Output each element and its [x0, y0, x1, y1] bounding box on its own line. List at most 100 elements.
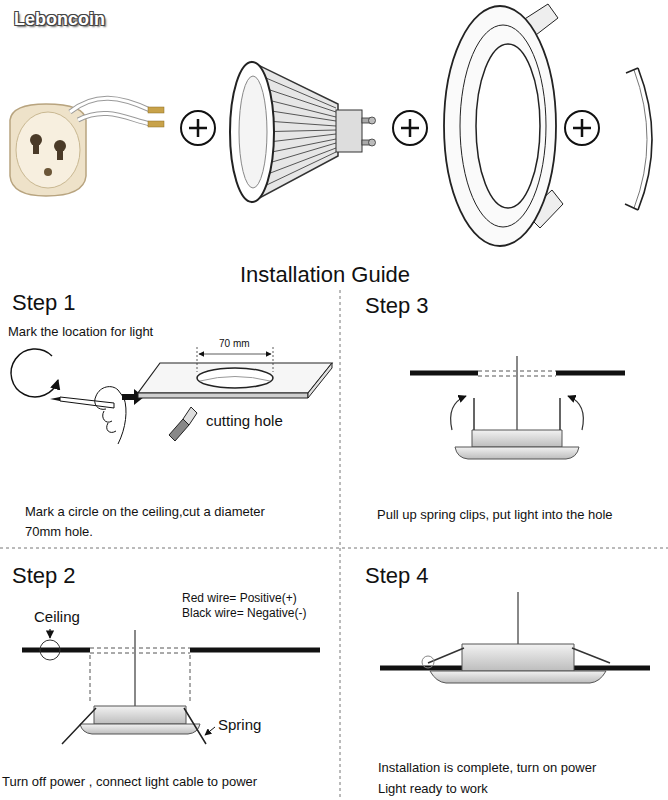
step-panel: Step 1 Mark a circle on the ceiling,cut a… [0, 288, 338, 546]
power-cable [517, 356, 518, 431]
step-caption: Installation is complete, turn on power … [378, 757, 614, 799]
light-fixture [80, 706, 200, 734]
ceiling-section [90, 655, 190, 704]
step-note: Mark the location for light [8, 324, 153, 340]
step-heading: Step 4 [365, 563, 565, 589]
step-caption: Pull up spring clips, put light into the… [377, 505, 657, 525]
socket-wires [70, 98, 150, 112]
power-cable [135, 630, 136, 706]
panel-divider [340, 290, 341, 800]
light-fixture [94, 706, 186, 724]
wire-note: Red wire= Positive(+) [182, 591, 297, 605]
step-heading: Step 3 [365, 293, 565, 319]
ceiling-board [138, 363, 332, 398]
plus-symbol [573, 119, 591, 137]
downlight-ring [460, 25, 546, 227]
lamp-socket [10, 104, 86, 196]
plus-symbol [181, 111, 215, 145]
ceiling-section [40, 640, 60, 660]
step-panel: Step 3 Pull up spring clips, put light in… [342, 288, 668, 546]
dimension-value: 70 mm [219, 338, 250, 350]
page-title: Installation Guide [2, 262, 648, 288]
panel-divider [0, 548, 668, 549]
light-fixture [80, 724, 200, 734]
hand-pencil [96, 387, 126, 444]
lamp-socket [33, 140, 39, 154]
spring-clip [625, 68, 652, 210]
socket-wires [148, 121, 164, 127]
step-caption: Mark a circle on the ceiling,cut a diame… [25, 502, 285, 542]
plus-symbol [189, 119, 207, 137]
ceiling-board [200, 377, 270, 382]
dimension-line [199, 354, 271, 355]
ceiling-board [197, 368, 273, 388]
dimension-line [197, 347, 273, 372]
rotation-arrow [11, 349, 58, 397]
spring-wire [62, 708, 215, 744]
power-cable [134, 630, 136, 706]
spring-clip [634, 70, 647, 208]
plus-symbol [401, 119, 419, 137]
spring-wire [451, 396, 466, 430]
led-bulb [336, 110, 362, 152]
spring-wire [422, 656, 434, 668]
knife-icon [183, 407, 197, 425]
led-bulb [230, 62, 274, 202]
dimension-line [197, 347, 273, 372]
power-cable [518, 592, 519, 644]
step-caption: Turn off power , connect light cable to … [2, 774, 332, 790]
step-panel: Step 2 Turn off power , connect light cab… [0, 552, 338, 800]
lamp-socket [44, 168, 52, 176]
panel-divider [0, 290, 668, 800]
step-heading: Step 1 [12, 290, 212, 316]
power-cable [517, 592, 519, 644]
light-fixture [462, 644, 574, 671]
ceiling-board [138, 363, 332, 393]
ceiling-section [22, 629, 320, 704]
downlight-ring [444, 6, 556, 246]
step-heading: Step 2 [12, 563, 212, 589]
hand-pencil [95, 396, 116, 432]
lamp-socket [57, 146, 63, 160]
led-bulb [369, 139, 376, 146]
light-fixture [455, 430, 579, 459]
part-name: Spring [218, 716, 261, 734]
light-fixture [455, 447, 579, 459]
led-bulb [230, 62, 376, 202]
hand-pencil [60, 397, 114, 408]
watermark: Leboncoin [14, 9, 105, 31]
tool-note: cutting hole [206, 412, 283, 430]
spring-wire [451, 396, 584, 430]
light-fixture [430, 671, 606, 683]
plus-symbol [393, 111, 427, 145]
socket-wires [148, 107, 164, 113]
ceiling-section [49, 629, 50, 638]
hand-pencil [50, 397, 60, 401]
spring-wire [205, 727, 215, 735]
knife-icon [169, 407, 197, 441]
lamp-socket [10, 104, 86, 196]
led-bulb [369, 117, 376, 124]
downlight-ring [476, 44, 540, 208]
rotation-arrow [11, 349, 58, 397]
socket-wires [70, 98, 150, 112]
power-cable [516, 356, 518, 431]
spring-wire [428, 648, 610, 663]
plus-symbol [565, 111, 599, 145]
spring-wire [62, 708, 206, 744]
spring-clip [625, 68, 638, 210]
wire-note: Black wire= Negative(-) [182, 606, 306, 620]
hand-pencil [50, 387, 126, 444]
downlight-ring [444, 4, 563, 246]
socket-wires [70, 98, 164, 127]
socket-wires [78, 113, 150, 124]
socket-wires [78, 113, 150, 124]
ceiling-section [22, 648, 320, 653]
light-fixture [430, 644, 606, 683]
spring-wire [474, 398, 560, 430]
ceiling-board [308, 363, 332, 398]
plus-symbol [565, 111, 599, 145]
ceiling-board [138, 393, 308, 398]
spring-wire [568, 396, 583, 430]
